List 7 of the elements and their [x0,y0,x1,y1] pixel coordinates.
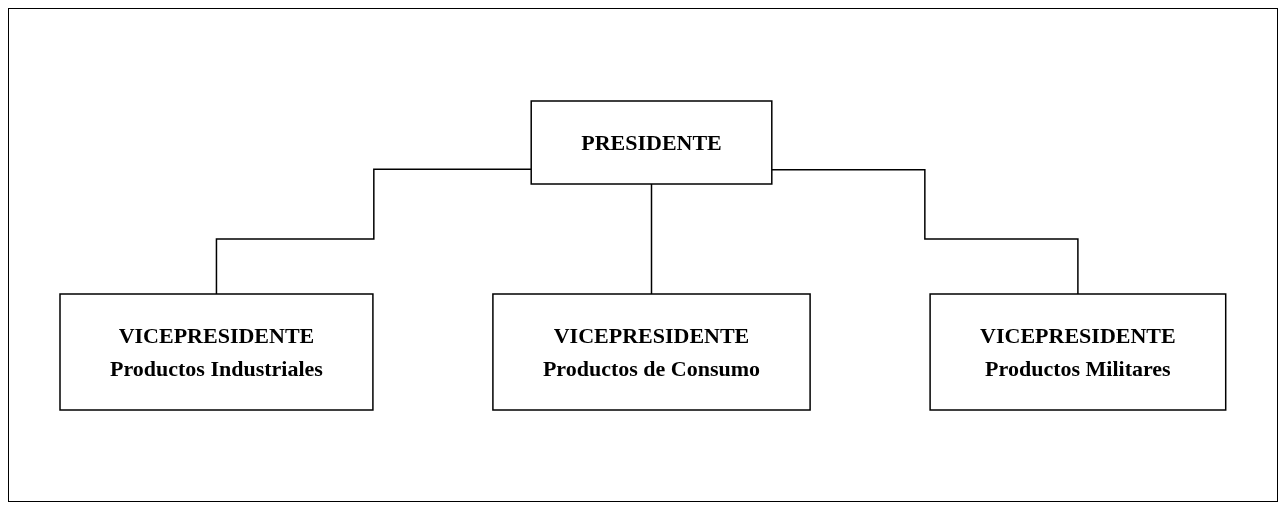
node-box [492,292,811,411]
node-box [929,292,1227,411]
node-box [59,292,374,411]
connector [771,168,1079,295]
node-box [530,99,773,185]
frame-border: PRESIDENTE VICEPRESIDENTE Productos Industriales VICEPRESIDENTE Productos de Consumo VICEPRESIDENTE Productos Militares [8,8,1278,502]
connector [650,182,653,295]
